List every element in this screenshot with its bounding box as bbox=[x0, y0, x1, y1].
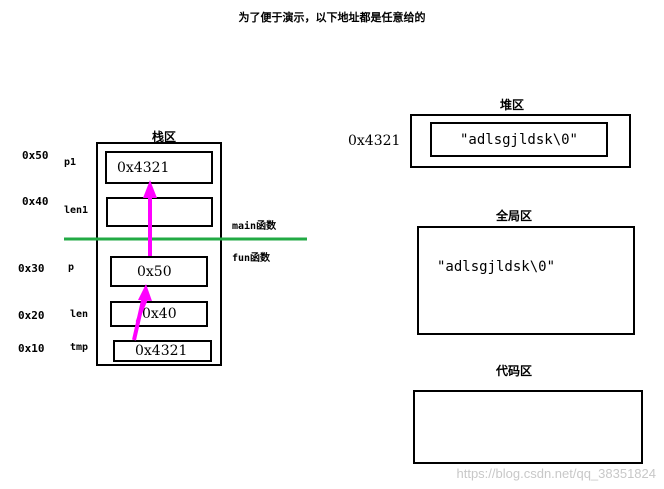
stack-cell-len-value: 0x40 bbox=[142, 306, 177, 322]
arrow-len-shaft bbox=[135, 299, 148, 323]
stack-cell-p: 0x50 bbox=[110, 256, 208, 287]
variable-label-p: p bbox=[68, 262, 75, 273]
variable-label-p1: p1 bbox=[64, 157, 77, 168]
heap-title: 堆区 bbox=[499, 98, 524, 112]
stack-cell-p1: 0x4321 bbox=[105, 151, 213, 184]
stack-cell-tmp-value: 0x4321 bbox=[135, 343, 188, 359]
global-title: 全局区 bbox=[495, 209, 532, 223]
code-title: 代码区 bbox=[495, 364, 532, 378]
stack-cell-tmp: 0x4321 bbox=[113, 340, 212, 362]
heap-string-value: "adlsgjldsk\0" bbox=[459, 131, 578, 148]
address-label-0x30: 0x30 bbox=[18, 262, 45, 275]
address-label-0x50: 0x50 bbox=[22, 149, 49, 162]
watermark: https://blog.csdn.net/qq_38351824 bbox=[456, 466, 657, 481]
address-label-0x40: 0x40 bbox=[22, 195, 49, 208]
arrow-p-to-p1-head bbox=[143, 180, 157, 198]
stack-cell-len1 bbox=[106, 197, 213, 227]
divider-label-main: main函数 bbox=[232, 221, 277, 232]
global-string-value: "adlsgjldsk\0" bbox=[437, 259, 556, 275]
stack-cell-p-value: 0x50 bbox=[137, 263, 172, 280]
stack-title: 栈区 bbox=[151, 130, 176, 144]
stack-region bbox=[96, 142, 222, 366]
variable-label-len1: len1 bbox=[64, 205, 89, 216]
variable-label-tmp: tmp bbox=[70, 342, 89, 353]
address-label-0x20: 0x20 bbox=[18, 309, 45, 322]
stack-cell-p1-value: 0x4321 bbox=[117, 159, 170, 176]
page-title: 为了便于演示，以下地址都是任意给的 bbox=[238, 11, 426, 24]
divider-label-fun: fun函数 bbox=[232, 253, 271, 264]
global-region bbox=[417, 226, 635, 335]
heap-string-box: "adlsgjldsk\0" bbox=[430, 122, 608, 157]
stack-cell-len: 0x40 bbox=[110, 301, 208, 327]
address-label-0x10: 0x10 bbox=[18, 342, 45, 355]
variable-label-len: len bbox=[70, 309, 89, 320]
heap-address-label: 0x4321 bbox=[348, 133, 401, 149]
heap-region bbox=[410, 114, 631, 168]
arrow-tmp-to-len-head bbox=[138, 284, 152, 301]
code-region bbox=[413, 390, 643, 464]
